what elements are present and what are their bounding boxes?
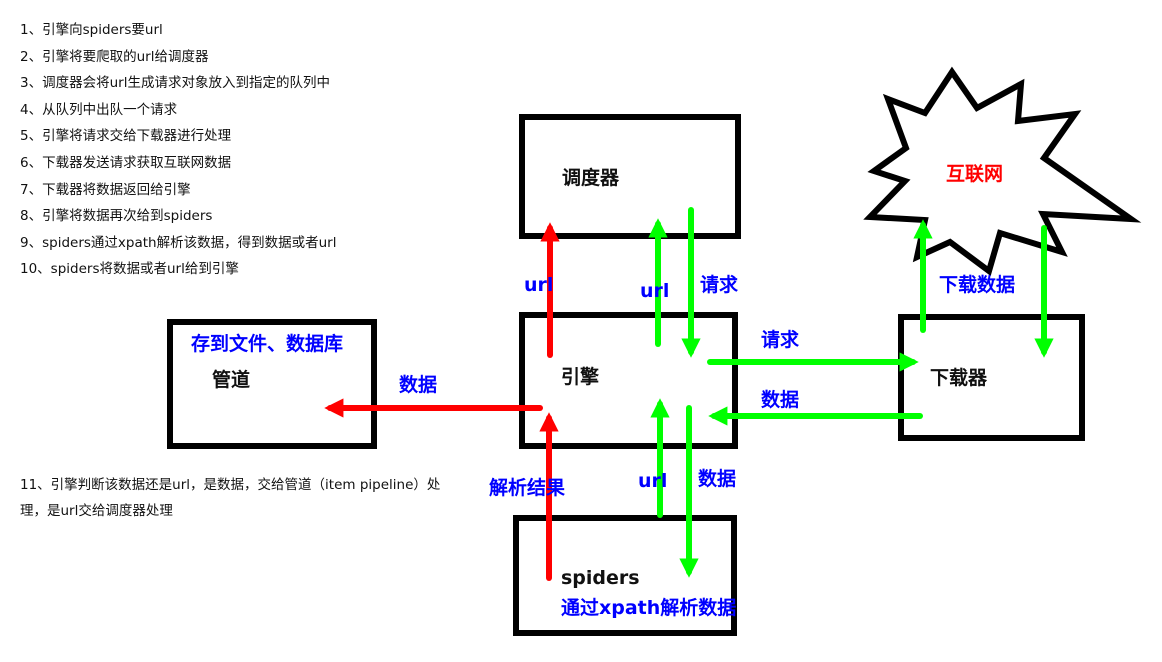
scheduler-label: 调度器 [562, 166, 620, 189]
engine-label: 引擎 [561, 365, 599, 388]
flow-label-scheduler-engine-request: 请求 [700, 273, 739, 296]
step-7: 7、下载器将数据返回给引擎 [20, 181, 191, 198]
step-9: 9、spiders通过xpath解析该数据，得到数据或者url [20, 234, 337, 251]
spiders-box [513, 515, 737, 636]
flow-label-engine-to-downloader: 请求 [761, 328, 800, 351]
flow-label-internet-downloader: 下载数据 [939, 273, 1015, 296]
pipeline-caption: 存到文件、数据库 [191, 332, 343, 355]
step-6: 6、下载器发送请求获取互联网数据 [20, 154, 232, 171]
downloader-label: 下载器 [930, 366, 988, 389]
step-list: 1、引擎向spiders要url 2、引擎将要爬取的url给调度器 3、调度器会… [20, 17, 336, 283]
step-5: 5、引擎将请求交给下载器进行处理 [20, 128, 232, 145]
flow-label-scheduler-engine-url: url [640, 280, 669, 302]
step-2: 2、引擎将要爬取的url给调度器 [20, 48, 209, 65]
pipeline-box [167, 319, 377, 449]
flow-label-spiders-to-engine: 解析结果 [489, 476, 565, 499]
flow-label-engine-to-pipeline: 数据 [399, 373, 437, 396]
internet-starburst-icon [863, 66, 1142, 276]
step-4: 4、从队列中出队一个请求 [20, 101, 178, 118]
step-11-note: 11、引擎判断该数据还是url，是数据，交给管道（item pipeline）处… [20, 477, 441, 519]
step-3: 3、调度器会将url生成请求对象放入到指定的队列中 [20, 75, 330, 92]
flow-label-engine-spiders-url: url [638, 470, 667, 492]
flow-label-engine-to-scheduler: url [524, 274, 553, 296]
engine-box [519, 312, 738, 449]
step-10: 10、spiders将数据或者url给到引擎 [20, 261, 239, 278]
flow-label-downloader-to-engine: 数据 [761, 388, 799, 411]
flow-label-engine-spiders-data: 数据 [698, 467, 736, 490]
step-8: 8、引擎将数据再次给到spiders [20, 208, 213, 225]
scheduler-box [519, 114, 741, 239]
pipeline-label: 管道 [212, 368, 250, 391]
downloader-box [898, 314, 1085, 441]
step-1: 1、引擎向spiders要url [20, 22, 163, 38]
spiders-label: spiders [561, 567, 640, 589]
spiders-caption: 通过xpath解析数据 [561, 596, 736, 619]
internet-label: 互联网 [946, 163, 1003, 185]
